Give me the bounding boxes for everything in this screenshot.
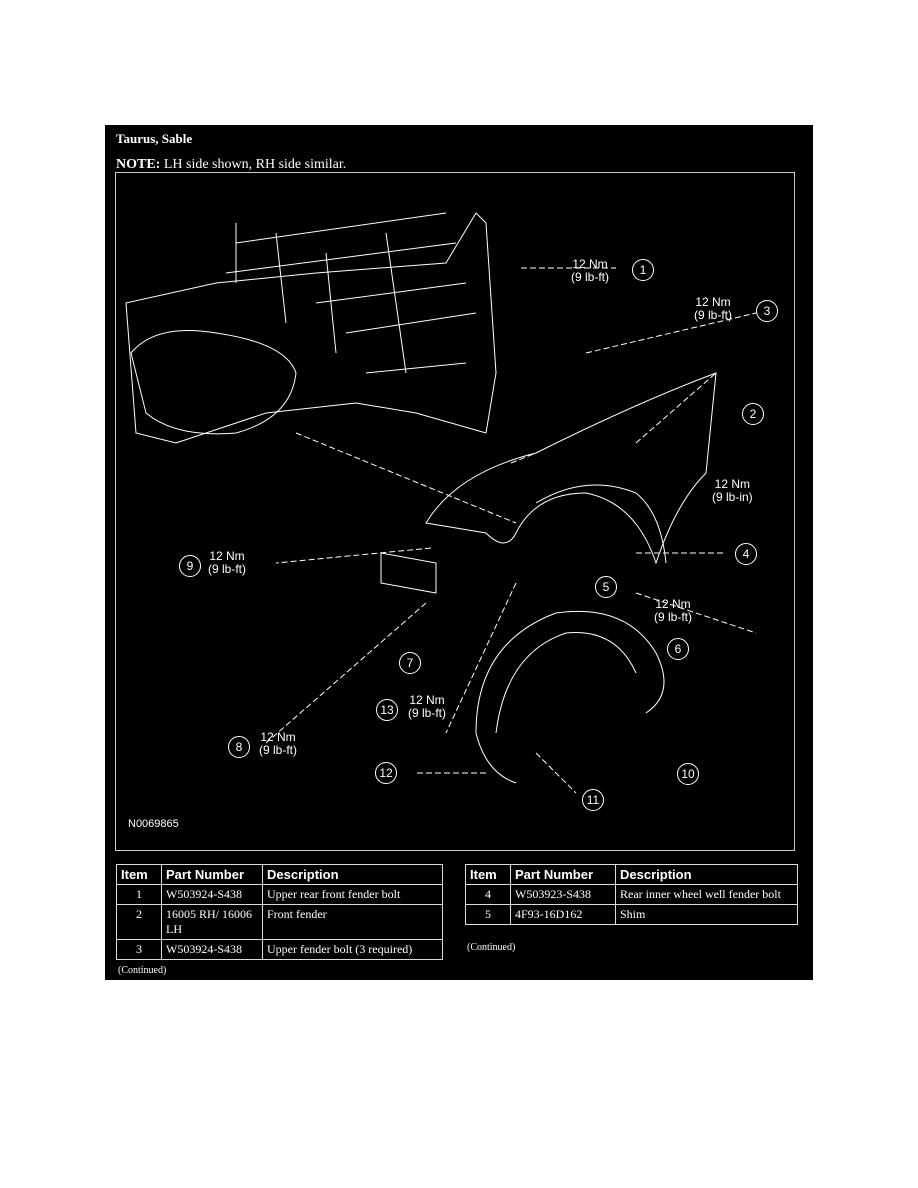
callout-7: 7 bbox=[399, 652, 421, 674]
callout-3-torque: 12 Nm(9 lb-ft) bbox=[694, 295, 733, 322]
callout-4: 4 bbox=[735, 543, 757, 565]
callout-13: 13 bbox=[376, 699, 398, 721]
note: NOTE: LH side shown, RH side similar. bbox=[116, 157, 346, 173]
figure-id: N0069865 bbox=[128, 818, 179, 830]
callout-1: 1 bbox=[632, 259, 654, 281]
callout-11: 11 bbox=[582, 789, 604, 811]
callout-9-torque: 12 Nm(9 lb-ft) bbox=[208, 549, 247, 576]
callout-5: 5 bbox=[595, 576, 617, 598]
callout-6-torque: 12 Nm(9 lb-ft) bbox=[654, 597, 693, 624]
callout-6: 6 bbox=[667, 638, 689, 660]
continued-right: (Continued) bbox=[467, 942, 516, 953]
callout-2: 2 bbox=[742, 403, 764, 425]
callout-13-torque: 12 Nm(9 lb-ft) bbox=[408, 693, 447, 720]
fender-illustration bbox=[125, 212, 757, 794]
callout-8-torque: 12 Nm(9 lb-ft) bbox=[259, 730, 298, 757]
exploded-diagram: 12 Nm(9 lb-ft) 1 2 12 Nm(9 lb-ft) 3 12 N… bbox=[115, 172, 795, 851]
note-text: LH side shown, RH side similar. bbox=[160, 157, 347, 172]
callout-10: 10 bbox=[677, 763, 699, 785]
vehicle-title: Taurus, Sable bbox=[116, 131, 193, 146]
callout-8: 8 bbox=[228, 736, 250, 758]
callout-9: 9 bbox=[179, 555, 201, 577]
callout-3: 3 bbox=[756, 300, 778, 322]
callout-4-torque: 12 Nm(9 lb-in) bbox=[712, 477, 753, 504]
continued-left: (Continued) bbox=[118, 965, 167, 976]
document-panel: Taurus, Sable NOTE: LH side shown, RH si… bbox=[105, 125, 813, 980]
callout-12: 12 bbox=[375, 762, 397, 784]
note-label: NOTE: bbox=[116, 157, 161, 172]
callout-1-torque: 12 Nm(9 lb-ft) bbox=[571, 257, 610, 284]
